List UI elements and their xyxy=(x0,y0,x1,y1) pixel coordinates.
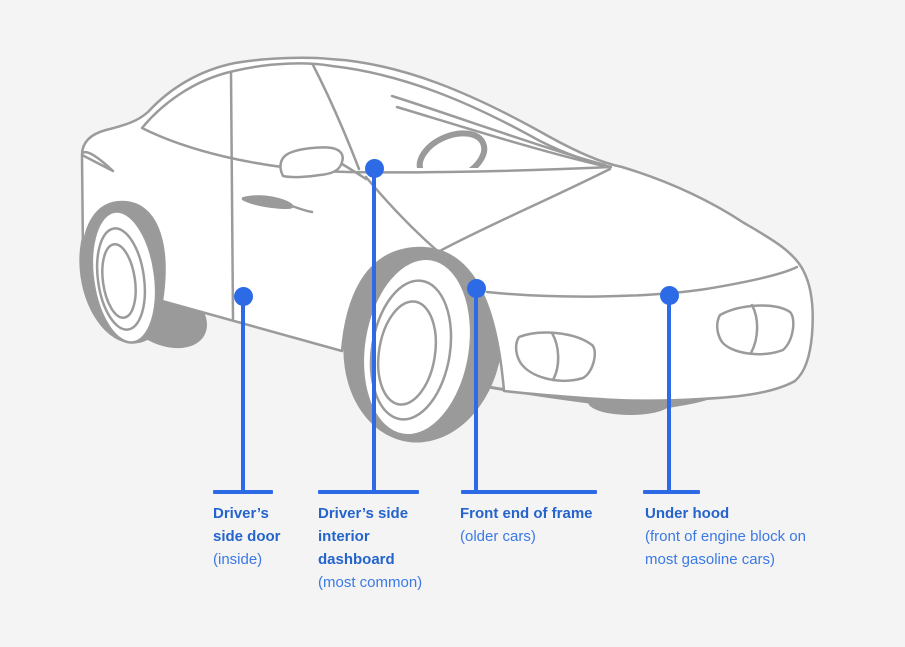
a-pillar-line xyxy=(311,63,361,171)
steering-wheel xyxy=(416,130,488,168)
callout-title: Driver’s side interior dashboard xyxy=(318,505,409,568)
callout-marker-dot xyxy=(660,286,679,305)
door-handle xyxy=(241,195,294,209)
callout-leader-line xyxy=(372,168,376,492)
callout-leader-line xyxy=(667,295,671,492)
callout-marker-dot xyxy=(234,287,253,306)
door-seam xyxy=(229,70,235,321)
hood-cut-line xyxy=(436,167,612,254)
callout-bar xyxy=(461,490,597,494)
callout-subtitle: (front of engine block on most gasoline … xyxy=(645,528,806,568)
bumper-top-line xyxy=(485,265,799,298)
callout-subtitle: (most common) xyxy=(318,574,423,591)
callout-leader-line xyxy=(474,288,478,492)
callout-title: Under hood xyxy=(645,505,730,522)
callout-title: Driver’s side door xyxy=(213,505,281,545)
fog-lamp xyxy=(514,331,596,382)
callout-title: Front end of frame xyxy=(460,505,593,522)
callout-leader-line xyxy=(241,296,245,492)
callout-subtitle: (inside) xyxy=(213,551,263,568)
callout-marker-dot xyxy=(467,279,486,298)
callout-marker-dot xyxy=(365,159,384,178)
callout-bar xyxy=(643,490,700,494)
callout-bar xyxy=(213,490,273,494)
headlight xyxy=(716,303,795,356)
callout-subtitle: (older cars) xyxy=(460,528,536,545)
callout-bar xyxy=(318,490,419,494)
side-mirror xyxy=(279,146,344,179)
rear-wheel xyxy=(79,196,207,349)
